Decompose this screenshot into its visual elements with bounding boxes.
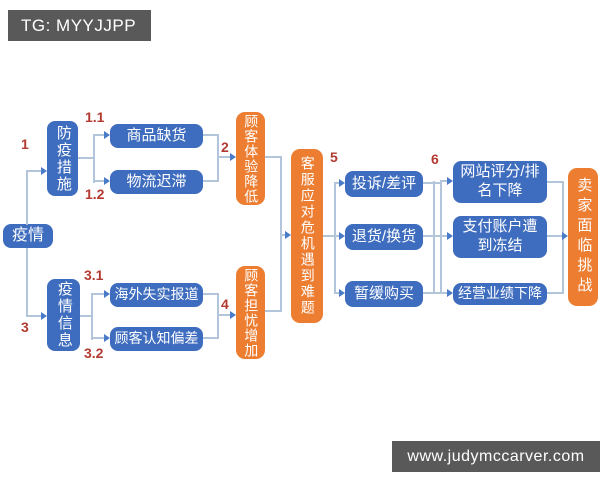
arrowhead-icon bbox=[230, 311, 236, 319]
connector-line bbox=[217, 156, 230, 158]
connector-line bbox=[203, 337, 219, 339]
node-site-rating-drop: 网站评分/排名下降 bbox=[453, 161, 547, 203]
connector-line bbox=[26, 170, 41, 172]
connector-line bbox=[265, 156, 282, 158]
arrowhead-icon bbox=[230, 153, 236, 161]
telegram-watermark: TG: MYYJJPP bbox=[8, 10, 151, 41]
connector-line bbox=[93, 135, 95, 183]
connector-line bbox=[423, 292, 442, 294]
node-epidemic: 疫情 bbox=[3, 224, 53, 248]
step-label-6: 6 bbox=[431, 151, 439, 167]
node-suspend-purchase: 暂缓购买 bbox=[345, 281, 423, 307]
connector-line bbox=[280, 234, 285, 236]
arrowhead-icon bbox=[339, 179, 345, 187]
node-customer-service-crisis: 客服应对危机遇到难题 bbox=[291, 149, 323, 323]
step-label-3-1: 3.1 bbox=[84, 267, 104, 283]
connector-line bbox=[440, 182, 442, 294]
step-label-3: 3 bbox=[21, 319, 29, 335]
connector-line bbox=[547, 181, 564, 183]
step-label-1-2: 1.2 bbox=[85, 186, 105, 202]
connector-line bbox=[91, 294, 93, 340]
connector-line bbox=[440, 292, 447, 294]
connector-line bbox=[26, 248, 28, 317]
node-payment-account-frozen: 支付账户遭到冻结 bbox=[453, 216, 547, 258]
arrowhead-icon bbox=[285, 231, 291, 239]
node-logistics-delay: 物流迟滞 bbox=[110, 170, 203, 194]
arrowhead-icon bbox=[447, 177, 453, 185]
connector-line bbox=[93, 134, 104, 136]
step-label-5: 5 bbox=[330, 149, 338, 165]
connector-line bbox=[91, 337, 104, 339]
connector-line bbox=[547, 292, 564, 294]
arrowhead-icon bbox=[41, 312, 47, 320]
step-label-2: 2 bbox=[221, 139, 229, 155]
website-watermark: www.judymccarver.com bbox=[392, 441, 600, 472]
connector-line bbox=[440, 180, 447, 182]
arrowhead-icon bbox=[447, 289, 453, 297]
arrowhead-icon bbox=[104, 334, 110, 342]
connector-line bbox=[265, 310, 282, 312]
connector-line bbox=[91, 293, 104, 295]
node-overseas-false-reports: 海外失实报道 bbox=[110, 283, 203, 307]
node-business-performance-decline: 经营业绩下降 bbox=[453, 283, 547, 305]
connector-line bbox=[203, 293, 219, 295]
arrowhead-icon bbox=[104, 177, 110, 185]
connector-line bbox=[203, 180, 219, 182]
arrowhead-icon bbox=[562, 232, 568, 240]
node-product-shortage: 商品缺货 bbox=[110, 124, 203, 148]
arrowhead-icon bbox=[104, 131, 110, 139]
node-epidemic-info: 疫情信息 bbox=[47, 279, 80, 351]
connector-line bbox=[203, 134, 219, 136]
step-label-3-2: 3.2 bbox=[84, 345, 104, 361]
connector-line bbox=[323, 235, 336, 237]
step-label-1-1: 1.1 bbox=[85, 109, 105, 125]
arrowhead-icon bbox=[104, 290, 110, 298]
connector-line bbox=[26, 315, 41, 317]
node-complaints-bad-reviews: 投诉/差评 bbox=[345, 171, 423, 197]
node-customer-worry-increase: 顾客担忧增加 bbox=[236, 266, 265, 359]
connector-line bbox=[423, 235, 442, 237]
connector-line bbox=[423, 182, 442, 184]
connector-line bbox=[433, 181, 435, 294]
connector-line bbox=[80, 315, 92, 317]
step-label-4: 4 bbox=[221, 296, 229, 312]
connector-line bbox=[217, 293, 219, 339]
node-seller-challenges: 卖家面临挑战 bbox=[568, 168, 598, 306]
connector-line bbox=[217, 134, 219, 182]
connector-line bbox=[217, 314, 230, 316]
connector-line bbox=[93, 180, 104, 182]
node-prevention-measures: 防疫措施 bbox=[47, 121, 78, 196]
connector-line bbox=[334, 235, 339, 237]
arrowhead-icon bbox=[339, 232, 345, 240]
connector-line bbox=[334, 292, 339, 294]
connector-line bbox=[334, 182, 339, 184]
arrowhead-icon bbox=[339, 289, 345, 297]
connector-line bbox=[78, 157, 94, 159]
node-customer-experience-decline: 顾客体验降低 bbox=[236, 112, 265, 205]
arrowhead-icon bbox=[447, 232, 453, 240]
connector-line bbox=[334, 183, 336, 294]
connector-line bbox=[440, 235, 447, 237]
node-returns-exchanges: 退货/换货 bbox=[345, 224, 423, 250]
connector-line bbox=[547, 235, 562, 237]
step-label-1: 1 bbox=[21, 136, 29, 152]
node-customer-cognitive-bias: 顾客认知偏差 bbox=[110, 327, 203, 351]
arrowhead-icon bbox=[41, 167, 47, 175]
connector-line bbox=[26, 171, 28, 225]
